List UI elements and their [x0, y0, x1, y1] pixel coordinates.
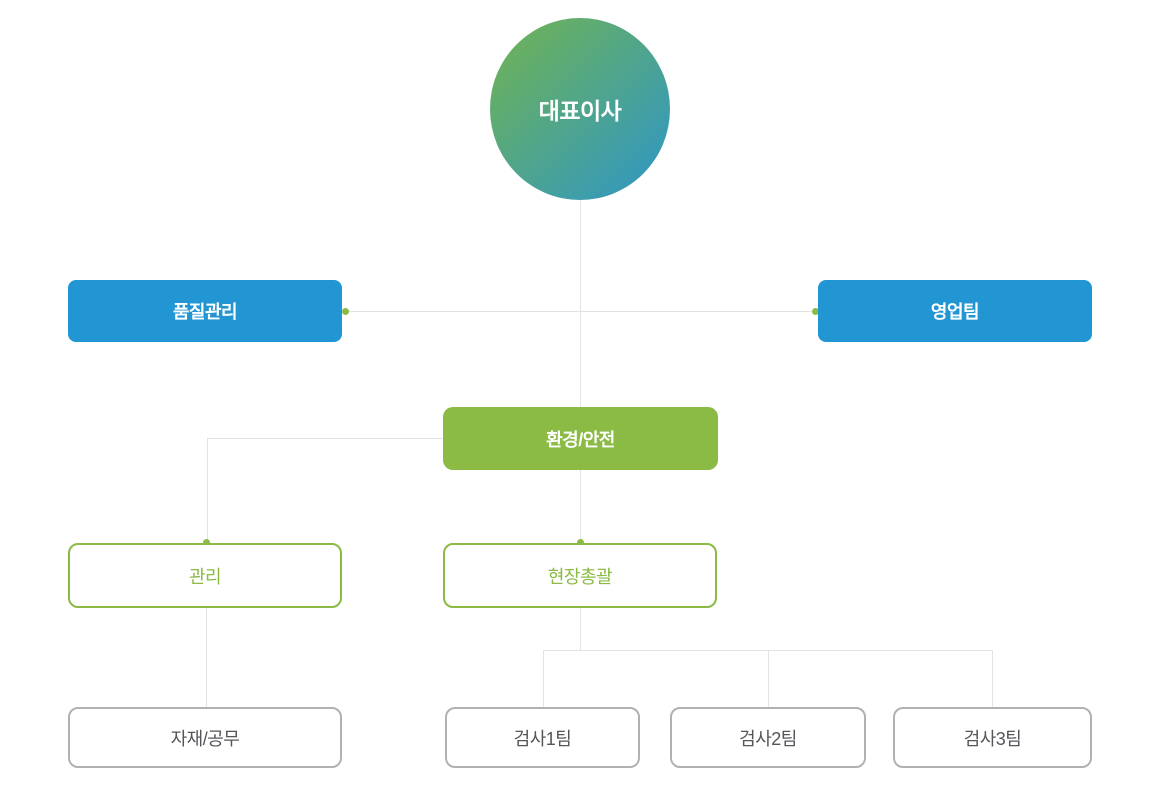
node-site-general: 현장총괄 [443, 543, 717, 608]
junction-dot-sales [812, 308, 819, 315]
node-environment-safety-label: 환경/안전 [546, 429, 615, 450]
node-environment-safety: 환경/안전 [443, 407, 718, 470]
node-inspection-team-3-label: 검사3팀 [963, 728, 1022, 749]
connector-to-team3 [992, 650, 993, 707]
connector-env-to-mgmt [207, 438, 208, 543]
node-site-general-label: 현장총괄 [547, 566, 613, 587]
node-materials-engineering-label: 자재/공무 [170, 728, 240, 749]
node-sales-team: 영업팀 [818, 280, 1092, 342]
node-quality-management-label: 품질관리 [172, 302, 238, 322]
connector-site-down [580, 608, 581, 651]
junction-dot-quality [342, 308, 349, 315]
junction-dot-site [577, 539, 584, 546]
node-management-label: 관리 [188, 566, 222, 587]
connector-ceo-to-env [580, 200, 581, 407]
node-sales-team-label: 영업팀 [930, 302, 980, 322]
node-ceo: 대표이사 [490, 18, 670, 200]
node-materials-engineering: 자재/공무 [68, 707, 342, 768]
node-inspection-team-3: 검사3팀 [893, 707, 1092, 768]
node-inspection-team-2-label: 검사2팀 [739, 728, 797, 749]
connector-env-left-horizontal [207, 438, 443, 439]
junction-dot-mgmt [203, 539, 210, 546]
node-inspection-team-1-label: 검사1팀 [513, 728, 572, 749]
connector-env-to-site [580, 470, 581, 543]
connector-to-team2 [768, 650, 769, 707]
connector-quality-sales [345, 311, 816, 312]
node-inspection-team-2: 검사2팀 [670, 707, 866, 768]
node-quality-management: 품질관리 [68, 280, 342, 342]
node-management: 관리 [68, 543, 342, 608]
node-ceo-label: 대표이사 [538, 98, 622, 124]
node-inspection-team-1: 검사1팀 [445, 707, 640, 768]
connector-to-team1 [543, 650, 544, 707]
connector-mgmt-to-material [206, 608, 207, 707]
